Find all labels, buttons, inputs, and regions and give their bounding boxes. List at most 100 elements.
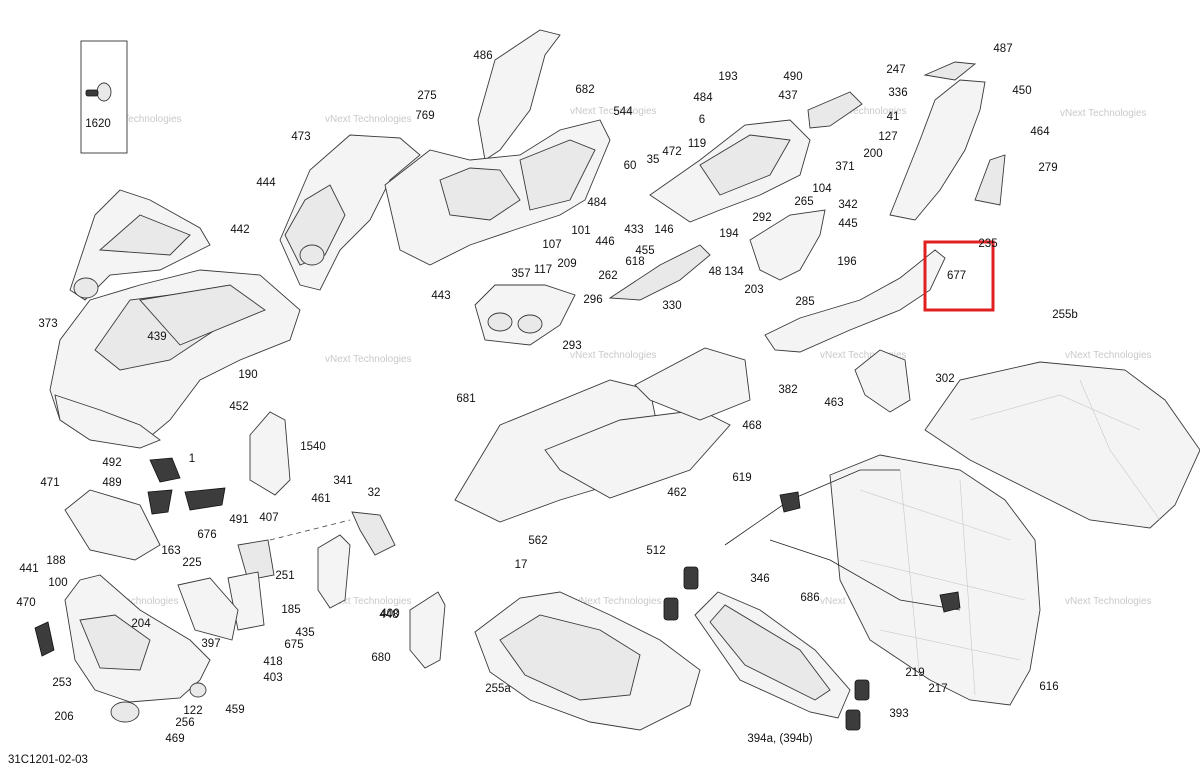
callout-label: 336 xyxy=(888,87,907,99)
callout-label: 461 xyxy=(311,493,330,505)
callout-label: 450 xyxy=(1012,85,1031,97)
callout-label: 442 xyxy=(230,224,249,236)
right-fender xyxy=(889,61,1006,221)
callout-label: 455 xyxy=(635,245,654,257)
tub-panel xyxy=(474,591,701,731)
callout-label: 285 xyxy=(795,296,814,308)
callout-label: 6 xyxy=(699,114,705,126)
side-bracket xyxy=(854,349,911,413)
callout-label: 101 xyxy=(571,225,590,237)
callout-label: 209 xyxy=(557,258,576,270)
callout-label: 433 xyxy=(624,224,643,236)
callout-label: 265 xyxy=(794,196,813,208)
callout-label: 119 xyxy=(688,138,706,150)
callout-label: 394a, (394b) xyxy=(747,733,812,745)
callout-label: 48 xyxy=(709,266,722,278)
callout-label: 107 xyxy=(542,239,561,251)
callout-label: 487 xyxy=(993,43,1012,55)
watermark: vNext Technologies xyxy=(575,596,662,607)
callout-label: 200 xyxy=(863,148,882,160)
callout-label: 346 xyxy=(750,573,769,585)
callout-label: 393 xyxy=(889,708,908,720)
callout-label: 459 xyxy=(225,704,244,716)
callout-label: 462 xyxy=(667,487,686,499)
watermark: vNext Technologies xyxy=(1065,350,1152,361)
callout-label: 206 xyxy=(54,711,73,723)
callout-label: 17 xyxy=(515,559,528,571)
callout-label: 484 xyxy=(693,92,713,104)
callout-label: 446 xyxy=(595,236,614,248)
callout-label: 382 xyxy=(778,384,797,396)
left-fender xyxy=(279,134,421,291)
callout-label: 251 xyxy=(275,570,294,582)
callout-label: 472 xyxy=(662,146,681,158)
callout-label: 400 xyxy=(380,608,399,620)
callout-label: 473 xyxy=(291,131,310,143)
callout-label: 682 xyxy=(575,84,594,96)
callout-label: 681 xyxy=(456,393,475,405)
callout-label: 489 xyxy=(102,477,121,489)
callout-label: 293 xyxy=(562,340,581,352)
watermark: vNext Technologies xyxy=(570,350,657,361)
headlight-assembly xyxy=(474,284,576,346)
callout-label: 104 xyxy=(812,183,832,195)
callout-label: 468 xyxy=(742,420,761,432)
callout-label: 219 xyxy=(905,667,924,679)
callout-label: 41 xyxy=(887,111,900,123)
highlight-label: 677 xyxy=(947,270,966,282)
callout-label: 444 xyxy=(256,177,276,189)
callout-label: 1540 xyxy=(300,441,326,453)
callout-label: 435 xyxy=(295,627,314,639)
callout-label: 373 xyxy=(38,318,57,330)
watermark: vNext Technologies xyxy=(1060,108,1147,119)
watermark: vNext Technologies xyxy=(1065,596,1152,607)
callout-label: 275 xyxy=(417,90,436,102)
callout-label: 1 xyxy=(189,453,195,465)
callout-label: 562 xyxy=(528,535,547,547)
callout-label: 255a xyxy=(485,683,511,695)
callout-label: 675 xyxy=(284,639,303,651)
callout-label: 437 xyxy=(778,90,797,102)
callout-label: 203 xyxy=(744,284,763,296)
callout-label: 439 xyxy=(147,331,166,343)
callout-label: 484 xyxy=(587,197,607,209)
callout-label: 341 xyxy=(333,475,352,487)
right-rocker-panel xyxy=(749,209,946,353)
watermark: vNext Technologies xyxy=(570,106,657,117)
grille-parts xyxy=(64,457,226,561)
callout-label: 357 xyxy=(511,268,530,280)
floor-panels xyxy=(454,347,751,523)
callout-label: 292 xyxy=(752,212,771,224)
callout-label: 464 xyxy=(1030,126,1050,138)
reference-code: 31C1201-02-03 xyxy=(8,754,88,766)
callout-label: 491 xyxy=(229,514,248,526)
callout-label: 217 xyxy=(928,683,947,695)
callout-label: 122 xyxy=(183,705,202,717)
callout-label: 448 xyxy=(379,609,398,621)
watermark: vNext Technologies xyxy=(325,114,412,125)
callout-label: 492 xyxy=(102,457,121,469)
callout-label: 194 xyxy=(719,228,739,240)
callout-label: 256 xyxy=(175,717,194,729)
center-grilles xyxy=(177,539,275,641)
callout-label: 225 xyxy=(182,557,201,569)
callout-label: 371 xyxy=(835,161,854,173)
callout-label: 403 xyxy=(263,672,282,684)
mirror-bracket xyxy=(269,511,396,609)
callout-label: 686 xyxy=(800,592,819,604)
callout-label: 680 xyxy=(371,652,390,664)
callout-label: 117 xyxy=(534,264,552,276)
callout-label: 769 xyxy=(415,110,434,122)
callout-label: 204 xyxy=(131,618,151,630)
side-panel xyxy=(409,591,446,669)
side-rail xyxy=(608,244,711,301)
callout-label: 490 xyxy=(783,71,802,83)
callout-label: 452 xyxy=(229,401,248,413)
watermark: vNext Technologies xyxy=(820,350,907,361)
callout-label: 469 xyxy=(165,733,184,745)
callout-label: 279 xyxy=(1038,162,1057,174)
callout-label: 188 xyxy=(46,555,65,567)
callout-label: 463 xyxy=(824,397,843,409)
callout-label: 185 xyxy=(281,604,300,616)
